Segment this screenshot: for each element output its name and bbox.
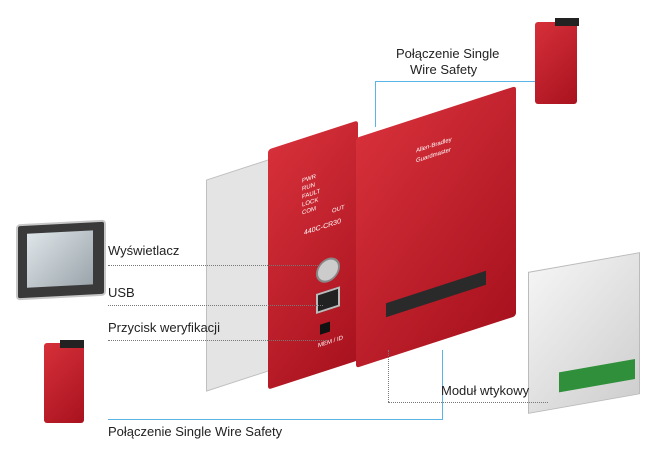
- plugin-module: [528, 252, 640, 414]
- leader-usb: [108, 305, 323, 306]
- controller-expansion: Allen-Bradley Guardmaster: [356, 86, 516, 368]
- label-display: Wyświetlacz: [108, 243, 180, 258]
- plugin-terminals: [559, 359, 635, 393]
- model-label: 440C-CR30: [304, 217, 341, 237]
- verify-button: [320, 321, 330, 335]
- relay-module-bottom: [44, 343, 84, 423]
- leader-plugin: [388, 402, 548, 403]
- relay-terminal: [60, 340, 84, 348]
- top-connector-line-v: [375, 81, 376, 127]
- mem-id-label: MEM / ID: [318, 335, 343, 350]
- leader-display: [108, 265, 318, 266]
- usb-port: [316, 286, 340, 315]
- terminal-block: [386, 270, 486, 318]
- relay-module-top: [535, 22, 577, 104]
- label-usb: USB: [108, 285, 135, 300]
- label-plugin-module: Moduł wtykowy: [441, 383, 530, 398]
- out-label: OUT: [332, 204, 345, 215]
- label-verify-button: Przycisk weryfikacji: [108, 320, 220, 335]
- bottom-connector-line: [108, 419, 443, 420]
- top-connector-line-h: [375, 81, 535, 82]
- display-screen: [27, 230, 93, 288]
- display-panel: [16, 219, 106, 301]
- leader-plugin-v: [388, 350, 389, 402]
- label-swire-bottom: Połączenie Single Wire Safety: [108, 424, 283, 439]
- label-swire-top-1: Połączenie Single: [396, 46, 500, 61]
- controller-body: 440C-CR30 PWR RUN FAULT LOCK COM OUT MEM…: [268, 120, 358, 390]
- display-port: [316, 254, 340, 287]
- relay-terminal: [555, 18, 579, 26]
- leader-verify: [108, 340, 328, 341]
- label-swire-top-2: Wire Safety: [410, 62, 478, 77]
- bottom-connector-line-v: [442, 350, 443, 420]
